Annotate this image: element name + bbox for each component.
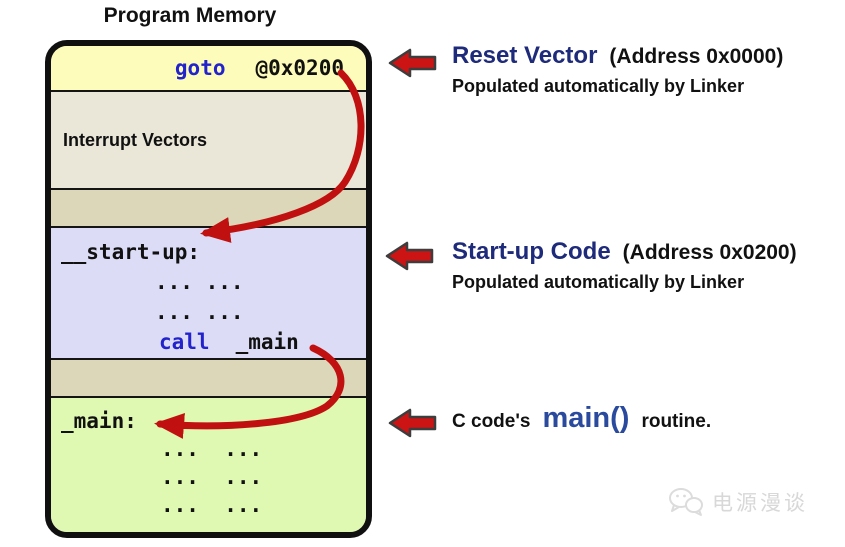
startup-annotation-subtitle: Populated automatically by Linker [452,272,745,292]
code-ellipsis: ... ... [155,270,244,294]
startup-code-annotation: Start-up Code (Address 0x0200) Populated… [452,238,797,293]
main-label: _main: [61,409,137,433]
wechat-bubbles-icon [669,488,703,516]
watermark: 电源漫谈 [668,487,808,517]
page-title: Program Memory [103,4,277,27]
goto-operand: @0x0200 [255,56,344,80]
program-memory-box: goto @0x0200 Interrupt Vectors __start-u… [45,40,372,538]
reset-pointer-arrow-icon [388,48,437,78]
interrupt-vectors-label: Interrupt Vectors [63,129,208,150]
startup-label: __start-up: [61,240,201,264]
reset-annotation-address: (Address 0x0000) [609,45,784,68]
reset-vector-annotation: Reset Vector (Address 0x0000) Populated … [452,42,783,97]
main-routine-section: _main: ... ... ... ... ... ... [51,398,366,532]
code-ellipsis: ... ... [161,465,263,489]
main-annotation-prefix: C code's [452,411,531,432]
watermark-text: 电源漫谈 [712,492,808,515]
code-ellipsis: ... ... [155,300,244,324]
startup-annotation-address: (Address 0x0200) [622,241,797,264]
code-ellipsis: ... ... [161,437,263,461]
reset-vector-section: goto @0x0200 [51,46,366,90]
main-routine-annotation: C code's main() routine. [452,402,711,435]
main-annotation-suffix: routine. [641,411,712,432]
main-annotation-highlight: main() [542,402,630,434]
reset-annotation-title: Reset Vector [452,42,598,69]
unused-gap-section [51,190,366,226]
call-operand: _main [235,330,299,354]
call-main-line: call _main [51,327,366,357]
startup-pointer-arrow-icon [385,241,434,271]
startup-code-section: __start-up: ... ... ... ... call _main [51,228,366,358]
call-keyword: call [159,330,210,354]
reset-annotation-subtitle: Populated automatically by Linker [452,76,745,96]
goto-keyword: goto [174,56,226,80]
startup-annotation-title: Start-up Code [452,238,611,265]
code-ellipsis: ... ... [161,493,263,517]
unused-gap-section [51,360,366,396]
interrupt-vectors-section: Interrupt Vectors [51,92,366,188]
main-pointer-arrow-icon [388,408,437,438]
